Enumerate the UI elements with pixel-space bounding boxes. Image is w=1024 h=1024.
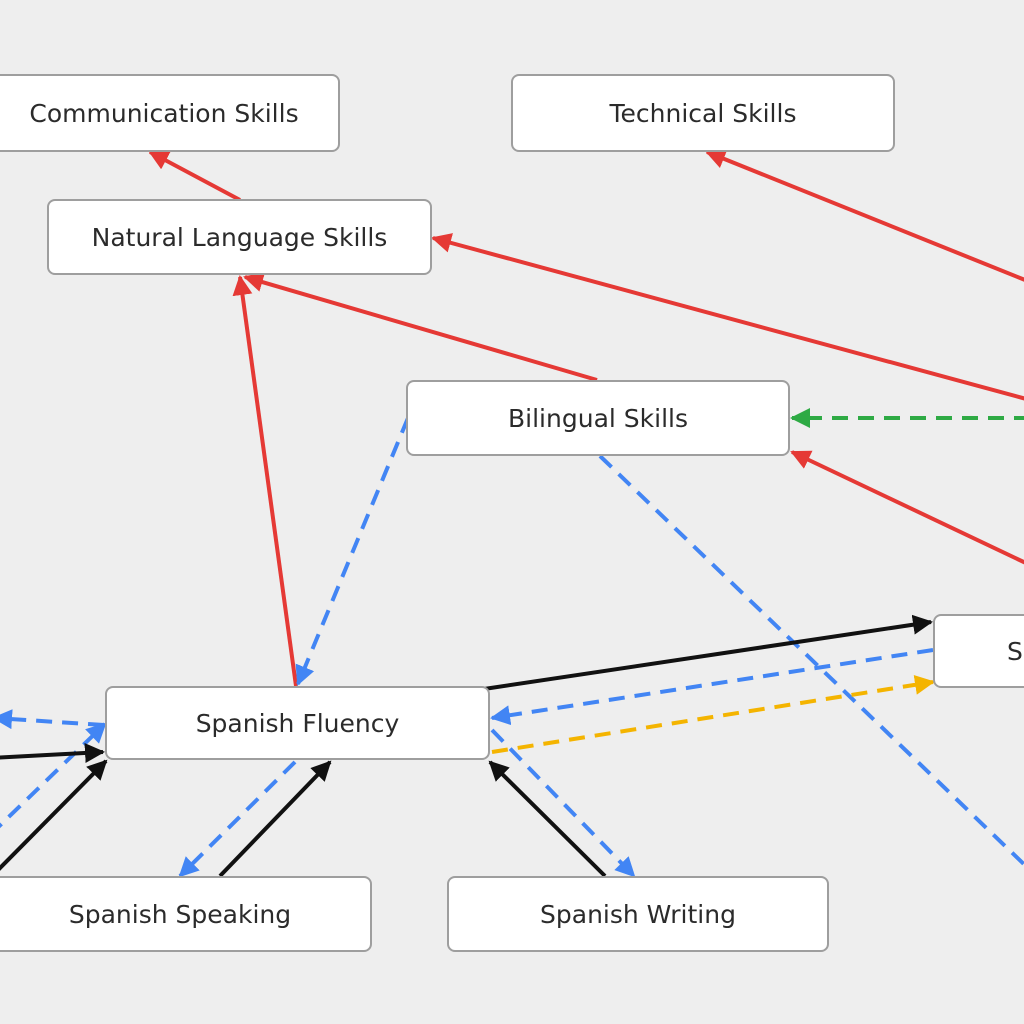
edge-right-node-to-fluency — [490, 648, 934, 726]
edge-offscreen-to-fluency-black-diagonal — [0, 759, 108, 871]
node-spanish-fluency: Spanish Fluency — [105, 686, 490, 760]
node-label: Natural Language Skills — [91, 222, 388, 252]
node-label: Spanish Speaking — [68, 899, 292, 929]
edge-bilingual-to-offscreen — [598, 454, 1024, 867]
edge-fluency-to-natural — [232, 275, 298, 687]
edge-fluency-to-right-node — [483, 614, 933, 691]
edge-offscreen-to-technical — [705, 149, 1024, 282]
edge-fluency-to-right-node-yellow — [491, 674, 935, 754]
node-technical-skills: Technical Skills — [511, 74, 895, 152]
node-label: Technical Skills — [609, 98, 797, 128]
node-label: Communication Skills — [29, 98, 299, 128]
edge-writing-to-fluency — [488, 760, 607, 878]
edge-speaking-to-fluency — [218, 760, 332, 878]
node-bilingual-skills: Bilingual Skills — [406, 380, 790, 456]
edge-offscreen-to-fluency-blue — [0, 722, 107, 829]
edge-offscreen-to-bilingual — [790, 450, 1024, 565]
edge-natural-to-communication — [148, 150, 241, 202]
node-label: S — [1007, 636, 1023, 666]
node-label: Spanish Fluency — [195, 708, 400, 738]
edge-bilingual-to-fluency — [295, 417, 410, 686]
edge-offscreen-to-natural — [431, 233, 1024, 401]
node-label: Bilingual Skills — [508, 403, 688, 433]
node-spanish-speaking: Spanish Speaking — [0, 876, 372, 952]
edge-fluency-to-left-offscreen — [0, 709, 105, 730]
edge-bilingual-to-natural — [243, 272, 598, 382]
node-communication-skills: Communication Skills — [0, 74, 340, 152]
edge-offscreen-to-fluency-black — [0, 742, 105, 763]
edge-fluency-to-speaking — [178, 760, 297, 878]
node-partial-right: S — [933, 614, 1024, 688]
node-spanish-writing: Spanish Writing — [447, 876, 829, 952]
edge-fluency-to-writing — [490, 728, 636, 878]
node-natural-language-skills: Natural Language Skills — [47, 199, 432, 275]
node-label: Spanish Writing — [540, 899, 736, 929]
